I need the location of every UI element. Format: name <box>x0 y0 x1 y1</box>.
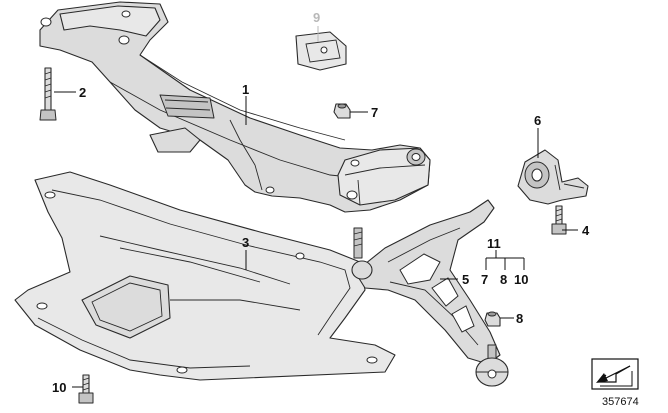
callout-11: 11 <box>487 236 501 251</box>
callout-8: 8 <box>516 311 523 326</box>
hex-nut-7 <box>333 103 351 119</box>
group-item-7: 7 <box>481 272 488 287</box>
callout-6: 6 <box>534 113 541 128</box>
leader-lines <box>54 26 578 388</box>
reference-number: 357674 <box>602 396 639 408</box>
bracket-9 <box>295 31 347 71</box>
arrow-box-icon <box>591 358 639 390</box>
hex-bolt-2 <box>39 67 57 121</box>
front-axle-carrier <box>39 1 431 213</box>
group-item-10: 10 <box>514 272 528 287</box>
rubber-mount <box>517 149 589 205</box>
callout-1: 1 <box>242 82 249 97</box>
callout-labels: 1 2 3 4 5 6 7 8 9 10 11 7 8 10 <box>52 10 590 395</box>
callout-4: 4 <box>582 223 590 238</box>
control-arm <box>351 199 509 387</box>
hex-bolt-10 <box>78 374 94 404</box>
hex-bolt-4 <box>551 205 567 235</box>
callout-3: 3 <box>242 235 249 250</box>
underbody-shield <box>14 171 396 381</box>
callout-10: 10 <box>52 380 66 395</box>
callout-5: 5 <box>462 272 469 287</box>
callout-2: 2 <box>79 85 86 100</box>
callout-9: 9 <box>313 10 320 25</box>
group-item-8: 8 <box>500 272 507 287</box>
hex-nut-8 <box>484 311 501 327</box>
callout-7: 7 <box>371 105 378 120</box>
